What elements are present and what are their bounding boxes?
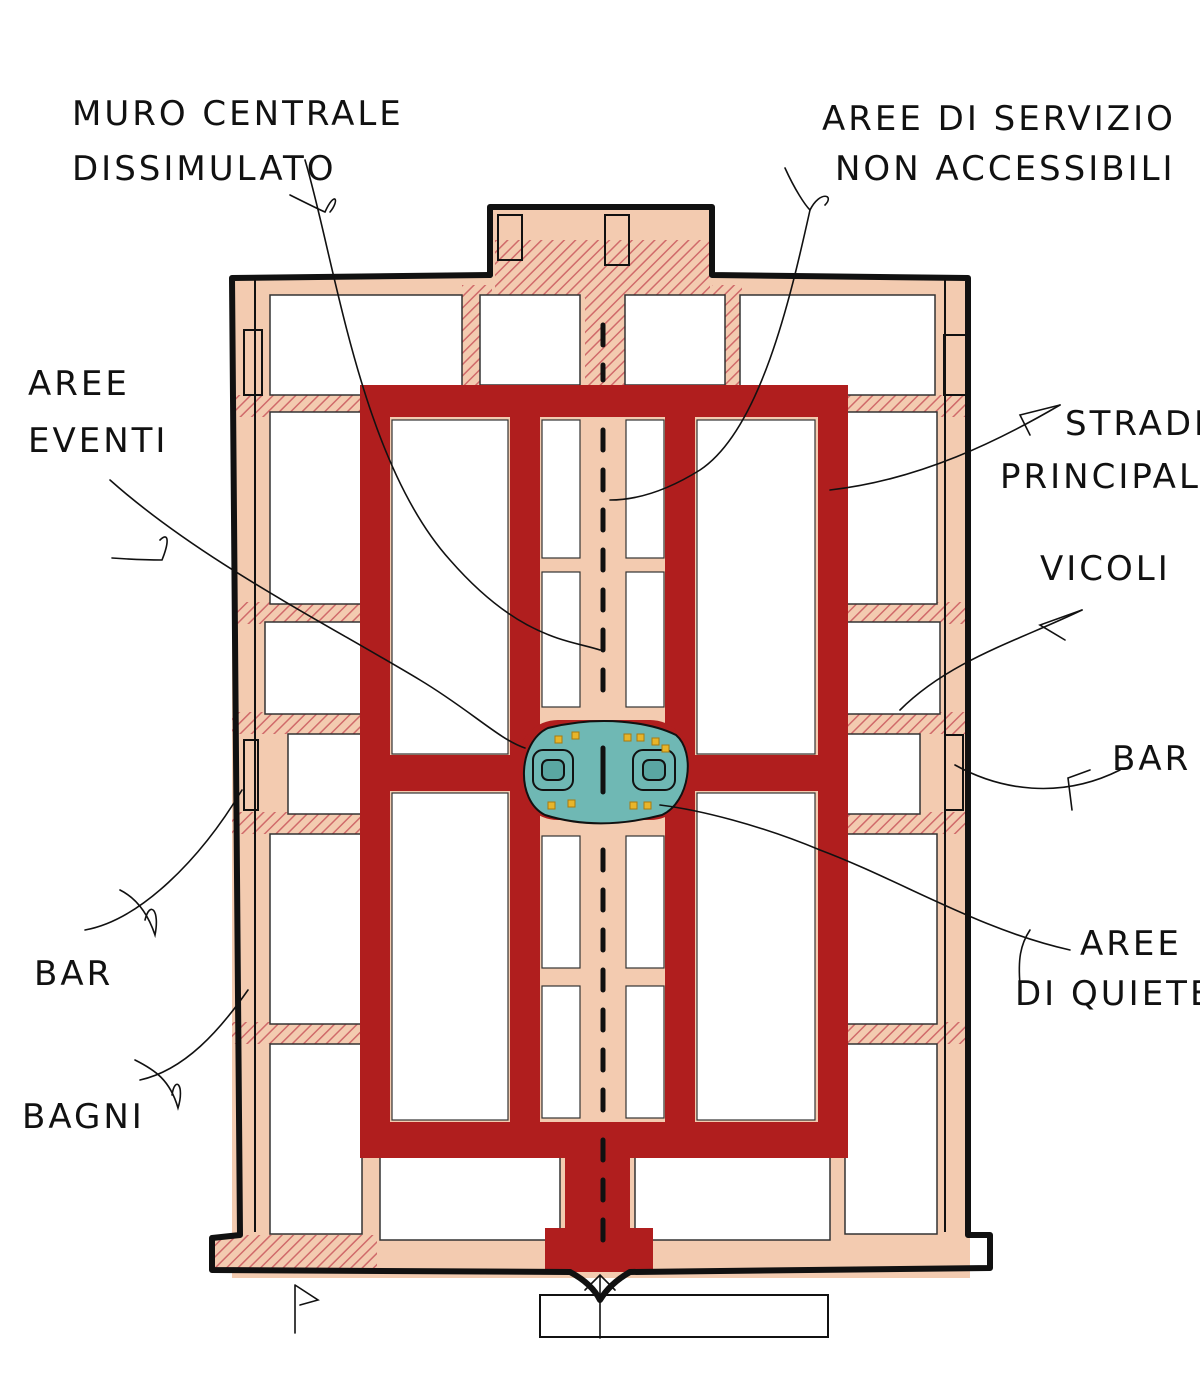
room-blocks <box>264 294 941 1241</box>
label-bagni: BAGNI <box>22 1097 145 1137</box>
entrances <box>294 1273 829 1339</box>
label-muro-line2: DISSIMULATO <box>72 149 337 189</box>
label-bar-left: BAR <box>34 954 113 994</box>
inner-blocks <box>391 419 816 1121</box>
label-bar-right: BAR <box>1112 739 1191 779</box>
seating-dots <box>547 731 670 810</box>
label-quiete-line2: DI QUIETE <box>1015 974 1200 1014</box>
leader-lines <box>84 159 1121 1111</box>
label-strade-line1: STRADE <box>1065 404 1200 444</box>
label-servizio-line1: AREE DI SERVIZIO <box>822 99 1176 139</box>
quiet-area <box>523 720 689 825</box>
label-eventi-line2: EVENTI <box>28 421 168 461</box>
label-vicoli: VICOLI <box>1040 549 1171 589</box>
label-muro-line1: MURO CENTRALE <box>72 94 404 134</box>
label-strade-line2: PRINCIPALI <box>1000 457 1200 497</box>
label-servizio-line2: NON ACCESSIBILI <box>835 149 1176 189</box>
label-eventi-line1: AREE <box>28 364 130 404</box>
labels: MURO CENTRALE DISSIMULATO AREE DI SERVIZ… <box>22 94 1200 1137</box>
label-quiete-line1: AREE <box>1080 924 1182 964</box>
